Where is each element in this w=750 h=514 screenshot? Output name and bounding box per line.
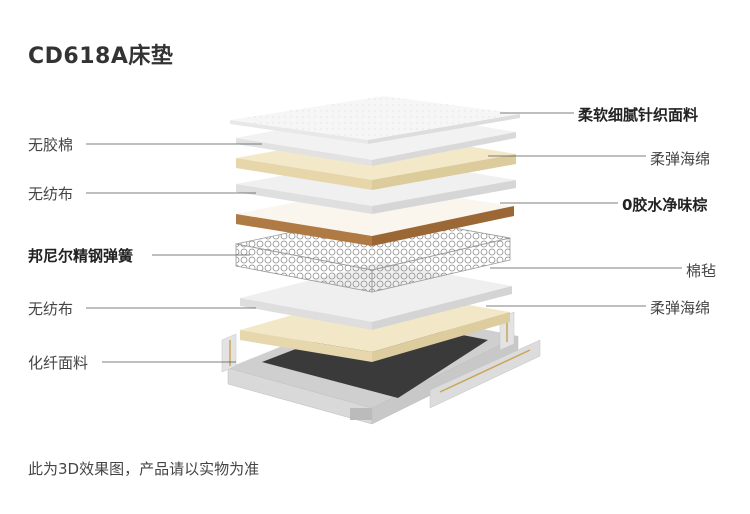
label-no-glue-cotton: 无胶棉 xyxy=(28,136,74,154)
label-nonwoven-top: 无纺布 xyxy=(28,185,74,203)
label-felt: 棉毡 xyxy=(686,262,717,280)
label-elastic-foam-bottom: 柔弹海绵 xyxy=(650,299,711,317)
page-title: CD618A床垫 xyxy=(28,44,174,69)
layer-knit-fabric xyxy=(230,96,520,144)
footnote: 此为3D效果图，产品请以实物为准 xyxy=(28,460,260,478)
label-knit-fabric: 柔软细腻针织面料 xyxy=(578,106,699,124)
label-elastic-foam-top: 柔弹海绵 xyxy=(650,150,711,168)
label-nonwoven-bottom: 无纺布 xyxy=(28,300,74,318)
label-synthetic-fabric: 化纤面料 xyxy=(28,354,89,372)
label-coir: 0胶水净味棕 xyxy=(622,196,708,214)
layer-nonwoven-bottom xyxy=(240,262,512,330)
label-bonnell-spring: 邦尼尔精钢弹簧 xyxy=(28,247,134,265)
